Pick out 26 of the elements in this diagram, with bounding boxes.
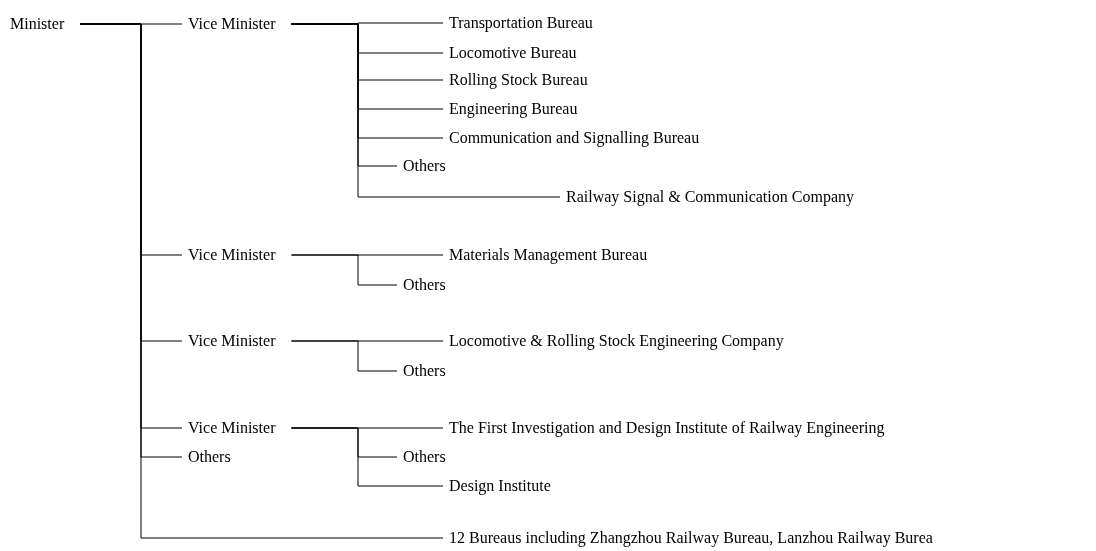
org-unit-label: Railway Signal & Communication Company xyxy=(566,188,854,206)
connector-line xyxy=(79,23,444,539)
org-unit-label: Vice Minister xyxy=(188,332,276,350)
org-unit-label: Others xyxy=(403,362,446,380)
org-unit-label: Locomotive Bureau xyxy=(449,44,577,62)
org-unit-label: Others xyxy=(403,276,446,294)
org-unit-label: Locomotive & Rolling Stock Engineering Company xyxy=(449,332,784,350)
connector-line xyxy=(290,23,561,198)
connector-line xyxy=(290,340,398,372)
connector-line xyxy=(290,254,398,286)
org-unit-label: Vice Minister xyxy=(188,246,276,264)
org-unit-label: Others xyxy=(403,157,446,175)
org-unit-label: Vice Minister xyxy=(188,15,276,33)
org-unit-label: Vice Minister xyxy=(188,419,276,437)
connector-line xyxy=(290,427,444,487)
org-unit-label: Others xyxy=(403,448,446,466)
org-unit-label: Others xyxy=(188,448,231,466)
org-unit-label: Rolling Stock Bureau xyxy=(449,71,588,89)
org-unit-label: Minister xyxy=(10,15,65,33)
org-unit-label: 12 Bureaus including Zhangzhou Railway Bureau, Lanzhou Railway Burea xyxy=(449,529,933,547)
org-unit-label: Materials Management Bureau xyxy=(449,246,648,264)
org-unit-label: The First Investigation and Design Institute of Railway Engineering xyxy=(449,419,885,437)
org-unit-label: Engineering Bureau xyxy=(449,100,578,118)
org-unit-label: Transportation Bureau xyxy=(449,14,593,32)
org-unit-label: Communication and Signalling Bureau xyxy=(449,129,700,147)
org-unit-label: Design Institute xyxy=(449,477,551,495)
